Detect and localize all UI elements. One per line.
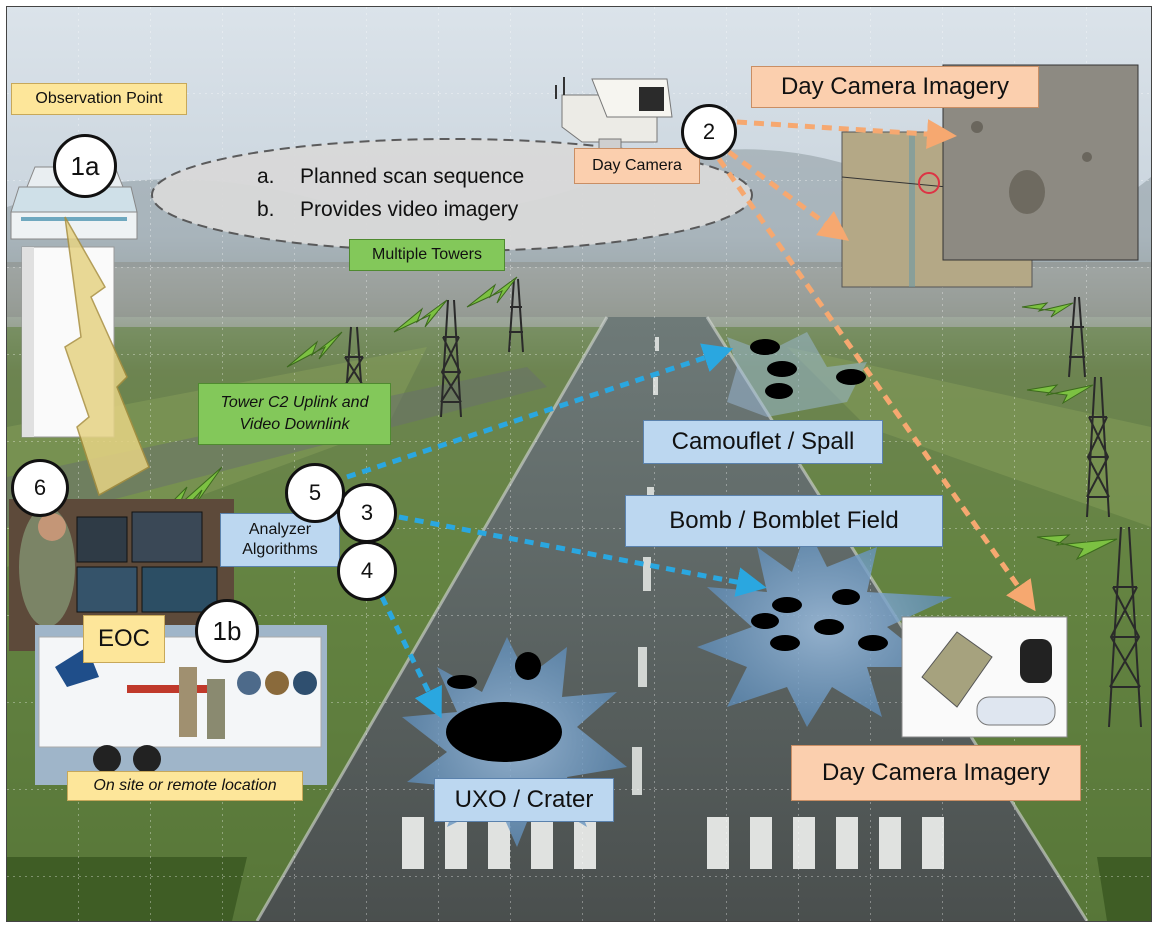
tower-c2-label: Tower C2 Uplink and Video Downlink	[198, 383, 391, 445]
tower-icon	[1068, 296, 1086, 378]
truck-photo	[35, 625, 327, 785]
multiple-towers-label: Multiple Towers	[349, 239, 505, 271]
diagram-canvas: a. Planned scan sequence b. Provides vid…	[6, 6, 1152, 922]
eoc-label: EOC	[83, 615, 165, 663]
lightning-icon	[393, 299, 448, 333]
marker-3: 3	[337, 483, 397, 543]
arrow-4-to-uxo	[379, 595, 442, 719]
marker-5: 5	[285, 463, 345, 523]
orange-arrows	[716, 119, 1036, 612]
lightning-icon	[1021, 302, 1074, 318]
lightning-icon	[1036, 534, 1118, 561]
arrow-2-to-imagery-mid	[727, 149, 850, 241]
observation-point-label: Observation Point	[11, 83, 187, 115]
scan-item-b-letter: b.	[257, 198, 275, 221]
tower-c2-line2: Video Downlink	[239, 416, 350, 433]
uxo-crater-label: UXO / Crater	[434, 778, 614, 822]
tower-group-right	[1068, 296, 1142, 728]
day-camera-imagery-bottom-label: Day Camera Imagery	[791, 745, 1081, 801]
marker-1b: 1b	[195, 599, 259, 663]
analyzer-line1: Analyzer	[248, 521, 312, 538]
lightning-icon	[466, 276, 518, 308]
scan-item-a-letter: a.	[257, 165, 275, 188]
analyzer-line2: Algorithms	[242, 541, 318, 558]
arrow-3-to-bomb-field	[398, 514, 767, 597]
blue-arrows	[346, 343, 767, 719]
day-camera-label: Day Camera	[574, 148, 700, 184]
bomb-field-label: Bomb / Bomblet Field	[625, 495, 943, 547]
marker-4: 4	[337, 541, 397, 601]
marker-2: 2	[681, 104, 737, 160]
uxo-imagery-photo	[901, 616, 1068, 738]
arrow-2-to-uxo-imagery	[716, 157, 1036, 612]
marker-6: 6	[11, 459, 69, 517]
tower-icon	[508, 278, 524, 353]
day-camera-icon	[555, 77, 673, 158]
lightning-icon	[286, 331, 343, 368]
scan-item-a-text: Planned scan sequence	[300, 165, 524, 188]
scan-item-b-text: Provides video imagery	[300, 198, 519, 221]
observation-lightning-icon	[64, 216, 150, 497]
tower-c2-line1: Tower C2 Uplink and	[220, 394, 369, 411]
tower-icon	[1108, 526, 1142, 728]
on-site-label: On site or remote location	[67, 771, 303, 801]
arrow-2-to-imagery-top	[736, 119, 957, 150]
camouflet-label: Camouflet / Spall	[643, 420, 883, 464]
day-camera-imagery-top-label: Day Camera Imagery	[751, 66, 1039, 108]
craters	[446, 339, 888, 762]
arrow-5-to-camouflet	[346, 343, 734, 480]
marker-1a: 1a	[53, 134, 117, 198]
tower-icon	[1086, 376, 1110, 518]
lightning-icon	[1026, 384, 1094, 405]
tower-icon	[440, 299, 462, 418]
